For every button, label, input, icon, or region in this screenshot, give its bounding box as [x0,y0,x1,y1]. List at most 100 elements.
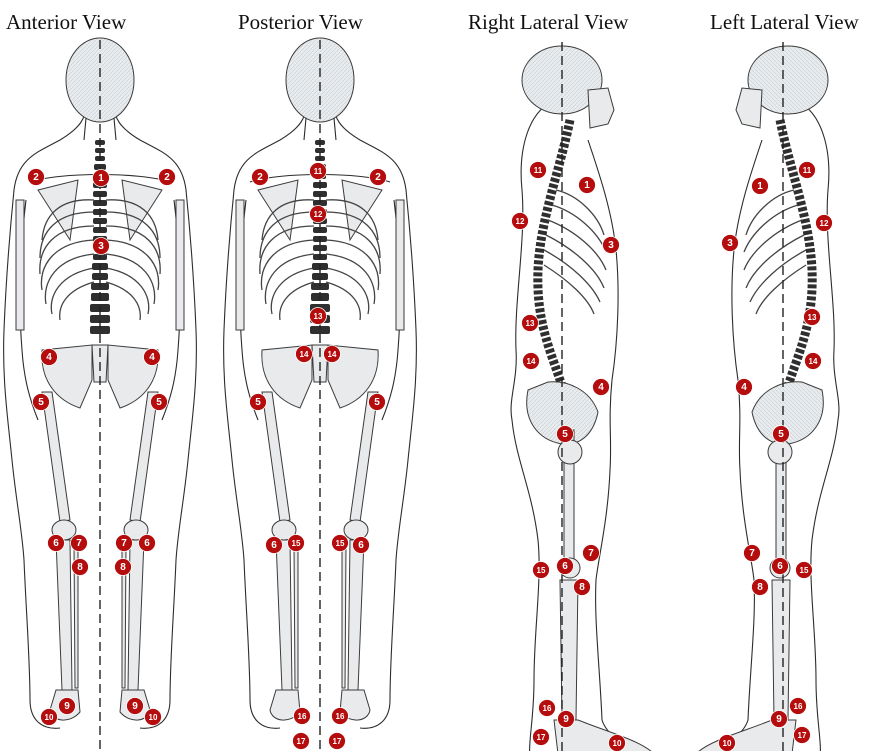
landmark-marker-1: 1 [579,177,596,194]
landmark-marker-2: 2 [252,169,269,186]
landmark-marker-label: 7 [76,538,82,549]
landmark-marker-label: 6 [358,540,364,551]
landmark-marker-10: 10 [609,735,626,751]
landmark-marker-label: 13 [808,313,817,322]
landmark-marker-label: 11 [534,166,543,175]
landmark-marker-6: 6 [139,535,156,552]
landmark-marker-2: 2 [28,169,45,186]
landmark-marker-label: 14 [300,350,309,359]
landmark-marker-4: 4 [144,349,161,366]
landmark-marker-8: 8 [115,559,132,576]
landmark-marker-10: 10 [41,709,58,726]
landmark-marker-label: 5 [778,429,784,440]
landmark-marker-2: 2 [370,169,387,186]
landmark-marker-label: 6 [562,561,568,572]
landmark-marker-label: 14 [809,357,818,366]
landmark-marker-10: 10 [719,735,736,751]
landmark-marker-label: 16 [336,712,345,721]
landmark-marker-5: 5 [557,426,574,443]
landmark-marker-label: 6 [271,540,277,551]
landmark-marker-3: 3 [722,235,739,252]
landmark-marker-13: 13 [804,309,821,326]
landmark-marker-1: 1 [752,178,769,195]
landmark-marker-label: 10 [149,713,158,722]
landmark-marker-16: 16 [790,698,807,715]
landmark-marker-5: 5 [773,426,790,443]
landmark-marker-5: 5 [33,394,50,411]
landmark-marker-label: 6 [53,538,59,549]
landmark-marker-label: 7 [749,548,755,559]
landmark-marker-15: 15 [533,562,550,579]
landmark-marker-5: 5 [151,394,168,411]
landmark-marker-15: 15 [288,535,305,552]
landmark-marker-16: 16 [332,708,349,725]
landmark-marker-label: 8 [579,582,585,593]
landmark-marker-label: 12 [314,210,323,219]
landmark-marker-2: 2 [159,169,176,186]
landmark-marker-6: 6 [353,537,370,554]
landmark-marker-5: 5 [369,394,386,411]
landmark-marker-8: 8 [72,559,89,576]
landmark-marker-label: 2 [164,172,170,183]
landmark-marker-10: 10 [145,709,162,726]
landmark-marker-label: 1 [98,173,104,184]
landmark-marker-label: 12 [820,219,829,228]
landmark-marker-label: 4 [149,352,155,363]
landmark-marker-4: 4 [736,379,753,396]
landmark-marker-label: 2 [257,172,263,183]
landmark-marker-label: 9 [563,714,569,725]
landmark-marker-4: 4 [41,349,58,366]
landmark-marker-label: 2 [375,172,381,183]
landmark-marker-label: 5 [255,397,261,408]
left-lateral-skeleton [698,46,839,751]
landmark-marker-label: 14 [527,357,536,366]
landmark-marker-label: 15 [537,566,546,575]
landmark-marker-label: 3 [98,241,104,252]
landmark-marker-label: 15 [292,539,301,548]
landmark-marker-17: 17 [533,729,550,746]
landmark-marker-1: 1 [93,170,110,187]
landmark-marker-9: 9 [127,698,144,715]
landmark-marker-label: 7 [588,548,594,559]
landmark-marker-12: 12 [816,215,833,232]
landmark-marker-17: 17 [794,727,811,744]
landmark-marker-7: 7 [744,545,761,562]
landmark-marker-label: 11 [803,166,812,175]
landmark-marker-label: 12 [516,217,525,226]
landmark-marker-4: 4 [593,379,610,396]
landmark-marker-label: 5 [156,397,162,408]
landmark-marker-14: 14 [324,346,341,363]
landmark-marker-label: 6 [777,561,783,572]
landmark-marker-label: 16 [794,702,803,711]
landmark-marker-label: 2 [33,172,39,183]
landmark-marker-label: 17 [798,731,807,740]
landmark-marker-label: 17 [537,733,546,742]
landmark-marker-label: 4 [598,382,604,393]
landmark-marker-3: 3 [93,238,110,255]
landmark-marker-label: 16 [543,704,552,713]
landmark-marker-7: 7 [71,535,88,552]
landmark-marker-15: 15 [796,562,813,579]
landmark-marker-label: 15 [800,566,809,575]
landmark-marker-label: 9 [776,714,782,725]
landmark-marker-17: 17 [329,733,346,750]
landmark-marker-16: 16 [539,700,556,717]
landmark-marker-6: 6 [48,535,65,552]
landmark-marker-label: 13 [314,312,323,321]
landmark-marker-label: 11 [314,167,323,176]
landmark-marker-8: 8 [752,579,769,596]
landmark-marker-label: 8 [120,562,126,573]
landmark-marker-7: 7 [583,545,600,562]
landmark-marker-label: 10 [45,713,54,722]
landmark-marker-label: 8 [77,562,83,573]
landmark-marker-15: 15 [332,535,349,552]
landmark-marker-13: 13 [522,315,539,332]
landmark-marker-label: 9 [132,701,138,712]
landmark-marker-8: 8 [574,579,591,596]
landmark-marker-label: 5 [38,397,44,408]
landmark-marker-label: 17 [297,737,306,746]
landmark-marker-label: 10 [723,739,732,748]
landmark-marker-14: 14 [523,353,540,370]
